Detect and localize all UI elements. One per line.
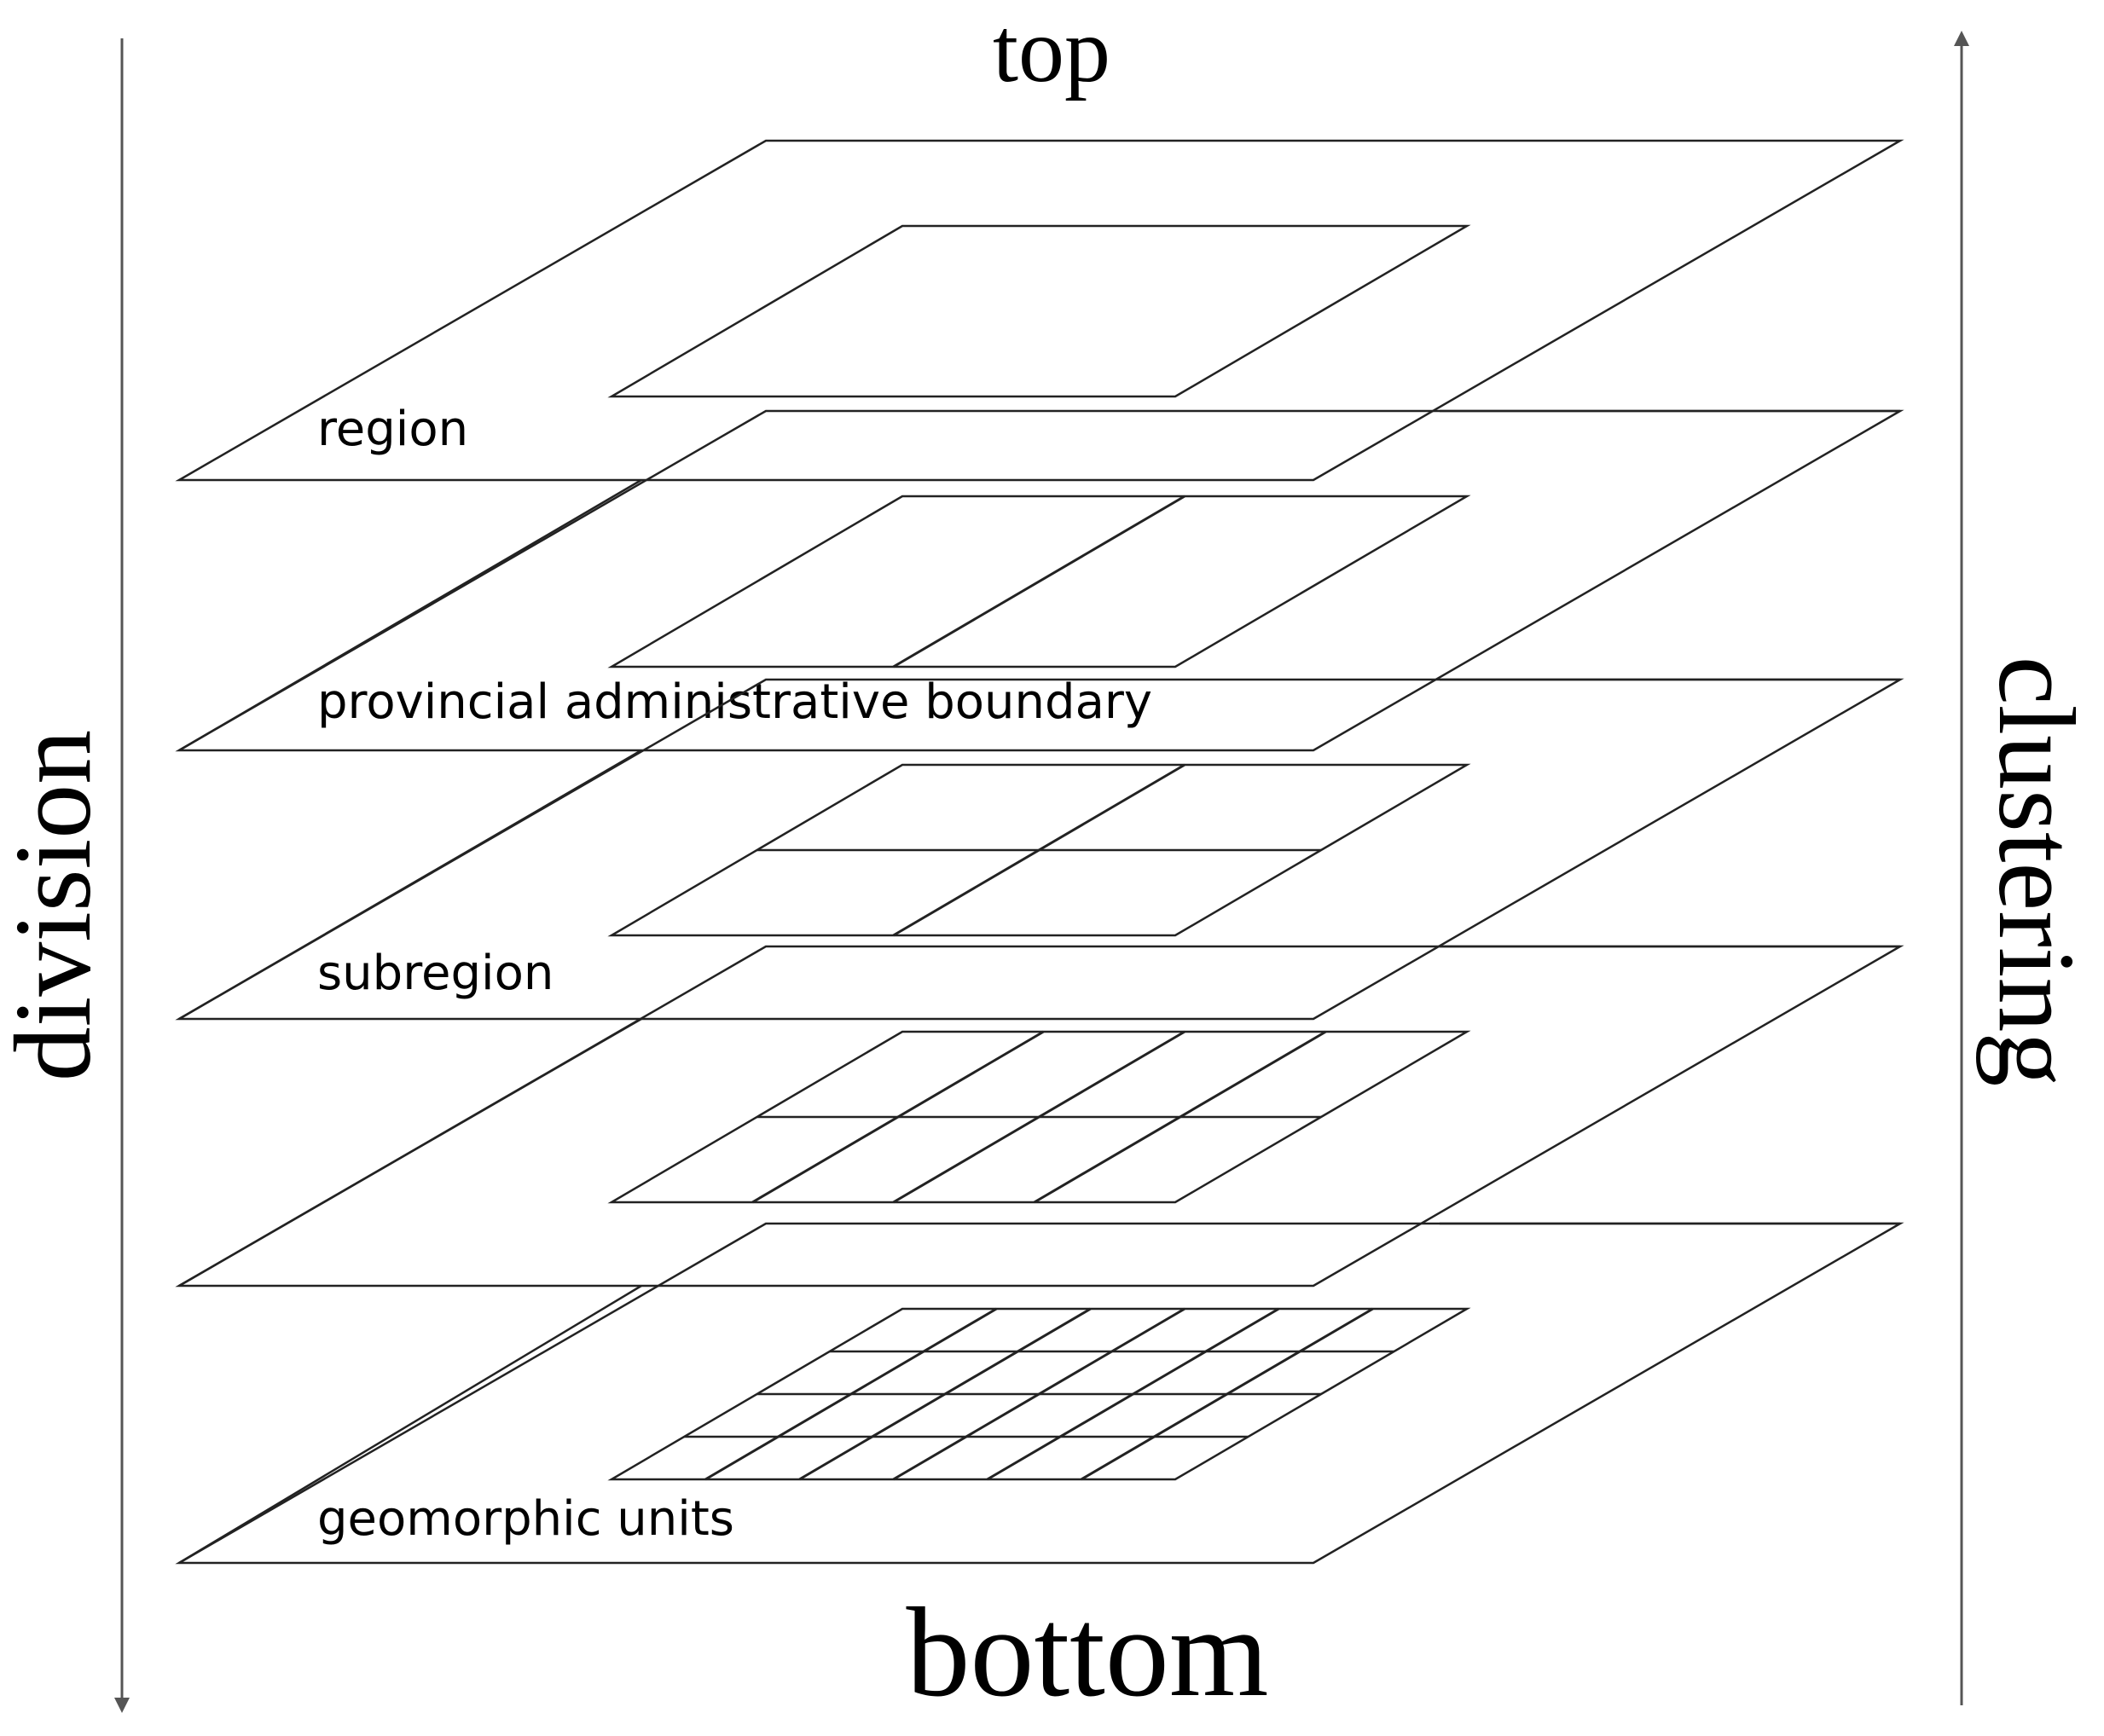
layer-label: provincial administrative boundary — [317, 674, 1152, 730]
layer-grid-outline-2 — [607, 495, 1471, 668]
clustering-label: clustering — [1976, 657, 2097, 1087]
layer-plane-1 — [175, 139, 1904, 482]
left-connector — [178, 1017, 642, 1288]
layer-label: subregion — [317, 946, 554, 1001]
left-connector — [178, 1284, 642, 1565]
layer-grid-outline-4 — [607, 1030, 1471, 1204]
layer-grid-outline-1 — [607, 224, 1471, 398]
layer-label: region — [317, 402, 468, 457]
layer-label: geomorphic units — [317, 1491, 734, 1547]
bottom-label: bottom — [906, 1582, 1268, 1723]
division-label: division — [0, 730, 113, 1082]
left-connector — [178, 478, 642, 752]
left-connector — [178, 749, 642, 1021]
layers-group: region provincial administrative boundary… — [175, 139, 1904, 1565]
top-label: top — [993, 0, 1110, 101]
grid-column-line — [892, 495, 1185, 668]
layer-grid-outline-3 — [607, 763, 1471, 937]
